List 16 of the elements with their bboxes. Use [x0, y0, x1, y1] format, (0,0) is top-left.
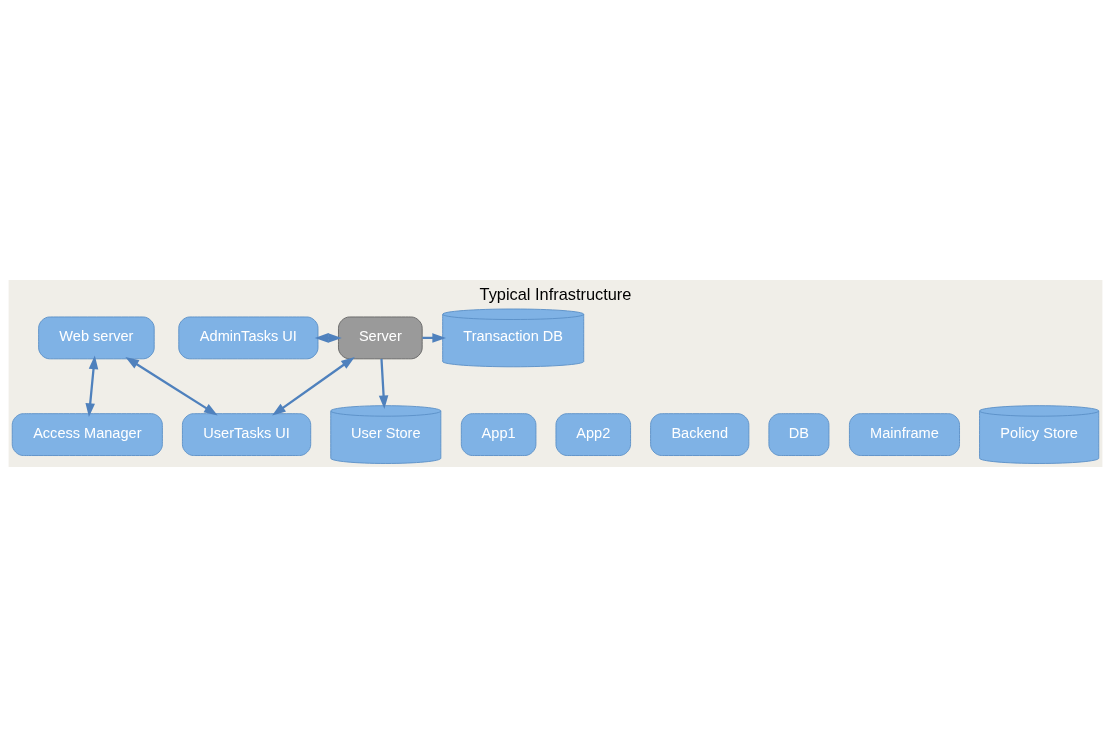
- arrow: [378, 358, 389, 409]
- arrow: [272, 356, 355, 416]
- node-box: Web server: [38, 316, 155, 359]
- node-box: AdminTasks UI: [178, 316, 319, 359]
- node-box: Mainframe: [848, 412, 960, 456]
- node-box: App2: [555, 412, 632, 456]
- arrow: [85, 355, 99, 417]
- diagram-title: Typical Infrastructure: [479, 284, 632, 303]
- node-box: App1: [460, 412, 537, 456]
- node-box: Access Manager: [11, 412, 163, 456]
- node-box: Backend: [650, 412, 750, 456]
- node-box: UserTasks UI: [181, 412, 312, 456]
- arrow: [125, 356, 218, 415]
- node-box: Server: [338, 316, 423, 359]
- arrow: [314, 332, 342, 343]
- node-box: DB: [768, 412, 830, 456]
